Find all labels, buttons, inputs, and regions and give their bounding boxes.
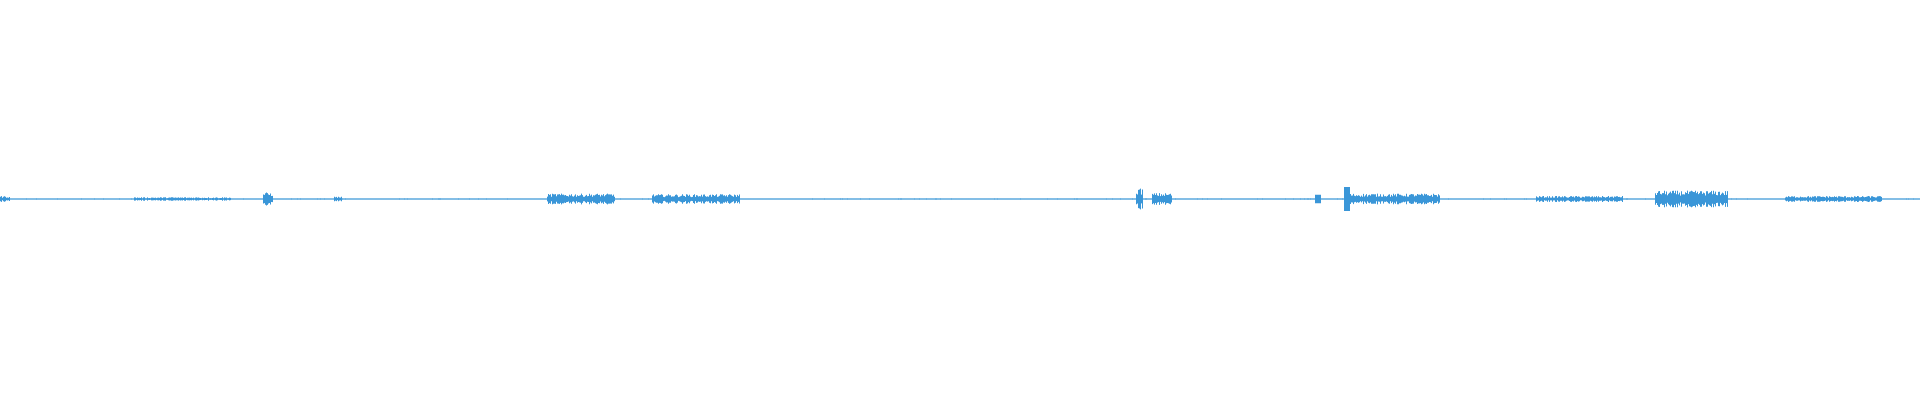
waveform-amplitude <box>0 187 1916 211</box>
